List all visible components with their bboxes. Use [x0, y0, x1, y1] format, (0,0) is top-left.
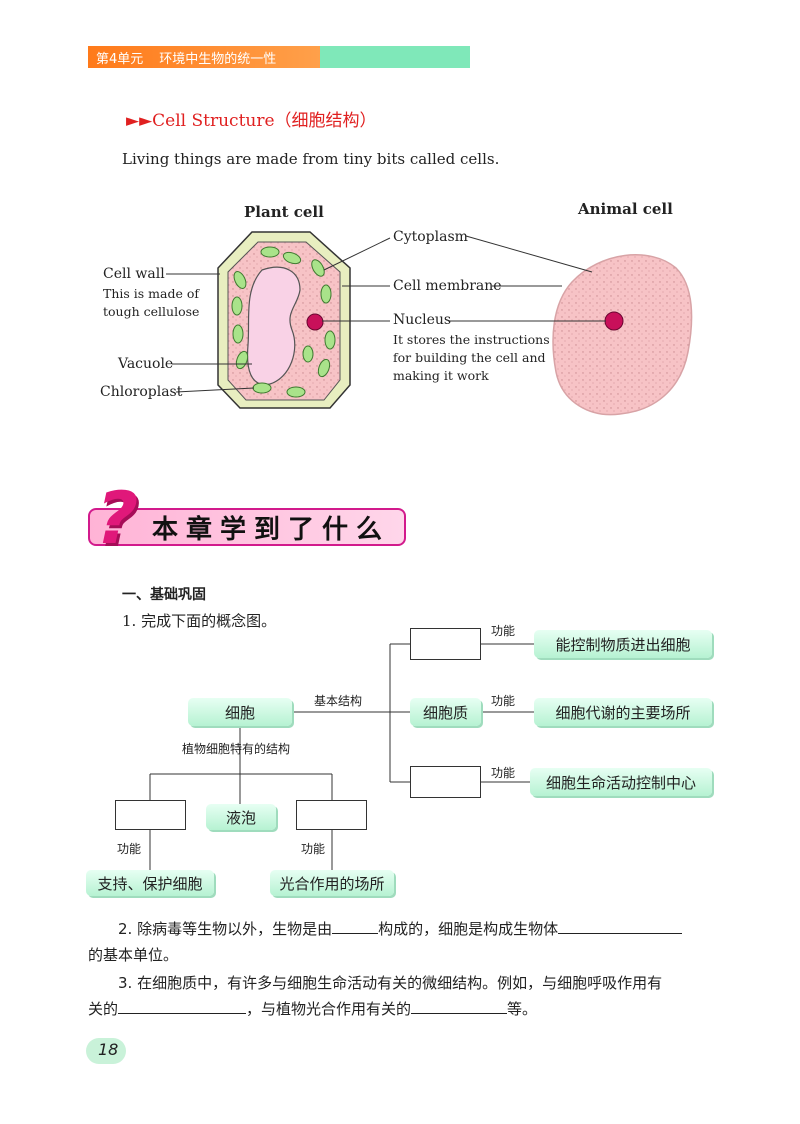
- blank-2a[interactable]: [332, 917, 379, 934]
- node-function-control-transport: 能控制物质进出细胞: [534, 630, 712, 658]
- node-function-photosynthesis: 光合作用的场所: [270, 870, 394, 896]
- plant-cell-title: Plant cell: [244, 203, 324, 221]
- page-number-badge: [86, 1038, 126, 1064]
- edge-basic-structure: 基本结构: [314, 694, 363, 708]
- label-nucleus: Nucleus: [393, 312, 452, 328]
- answer-box-nucleus[interactable]: [410, 766, 481, 798]
- cell-diagram: [166, 231, 693, 416]
- node-cytoplasm: 细胞质: [410, 698, 481, 726]
- cell-wall-note: This is made of tough cellulose: [103, 286, 200, 319]
- edge-function-5: 功能: [301, 842, 326, 856]
- intro-text: Living things are made from tiny bits ca…: [122, 150, 500, 168]
- arrow-icon: ►►: [126, 111, 153, 131]
- label-cell-membrane: Cell membrane: [393, 278, 502, 294]
- chapter-banner: [88, 508, 406, 546]
- answer-box-cell-wall[interactable]: [115, 800, 186, 830]
- unit-title: 环境中生物的统一性: [159, 52, 277, 67]
- blank-2b[interactable]: [558, 917, 683, 934]
- vacuole-shape: [246, 266, 301, 386]
- node-vacuole: 液泡: [206, 804, 276, 830]
- edge-function-1: 功能: [491, 624, 516, 638]
- animal-cell-title: Animal cell: [578, 200, 673, 218]
- answer-box-chloroplast[interactable]: [296, 800, 367, 830]
- edge-function-4: 功能: [117, 842, 142, 856]
- label-cell-wall: Cell wall: [103, 266, 165, 282]
- unit-label: 第4单元: [96, 52, 144, 67]
- page-number: 18: [98, 1040, 119, 1059]
- answer-box-membrane[interactable]: [410, 628, 481, 660]
- node-cell: 细胞: [188, 698, 292, 726]
- edge-plant-specific: 植物细胞特有的结构: [182, 742, 291, 756]
- node-function-support: 支持、保护细胞: [86, 870, 214, 896]
- edge-function-3: 功能: [491, 766, 516, 780]
- header-bar-green: [320, 46, 470, 68]
- question-2: 2. 除病毒等生物以外，生物是由构成的，细胞是构成生物体 的基本单位。: [88, 916, 716, 968]
- running-header: 第4单元环境中生物的统一性: [96, 48, 292, 67]
- chapter-title: 本章学到了什么: [152, 515, 391, 545]
- question-1: 1. 完成下面的概念图。: [122, 612, 277, 630]
- label-chloroplast: Chloroplast: [100, 384, 183, 400]
- question-3: 3. 在细胞质中，有许多与细胞生命活动有关的微细结构。例如，与细胞呼吸作用有 关…: [88, 974, 663, 1018]
- blank-3b[interactable]: [411, 997, 508, 1014]
- label-cytoplasm: Cytoplasm: [393, 229, 468, 245]
- blank-3a[interactable]: [118, 997, 247, 1014]
- label-vacuole: Vacuole: [118, 356, 174, 372]
- concept-map-lines: [149, 643, 534, 870]
- node-function-metabolism: 细胞代谢的主要场所: [534, 698, 712, 726]
- nucleus-note: It stores the instructions for building …: [393, 332, 550, 383]
- part-heading: 一、基础巩固: [122, 587, 206, 603]
- plant-nucleus-shape: [306, 313, 324, 331]
- animal-cell-shape: [552, 254, 693, 416]
- section-title: ►►Cell Structure（细胞结构）: [126, 111, 377, 131]
- edge-function-2: 功能: [491, 694, 516, 708]
- header-bar-orange: [88, 46, 320, 68]
- node-function-control-center: 细胞生命活动控制中心: [530, 768, 712, 796]
